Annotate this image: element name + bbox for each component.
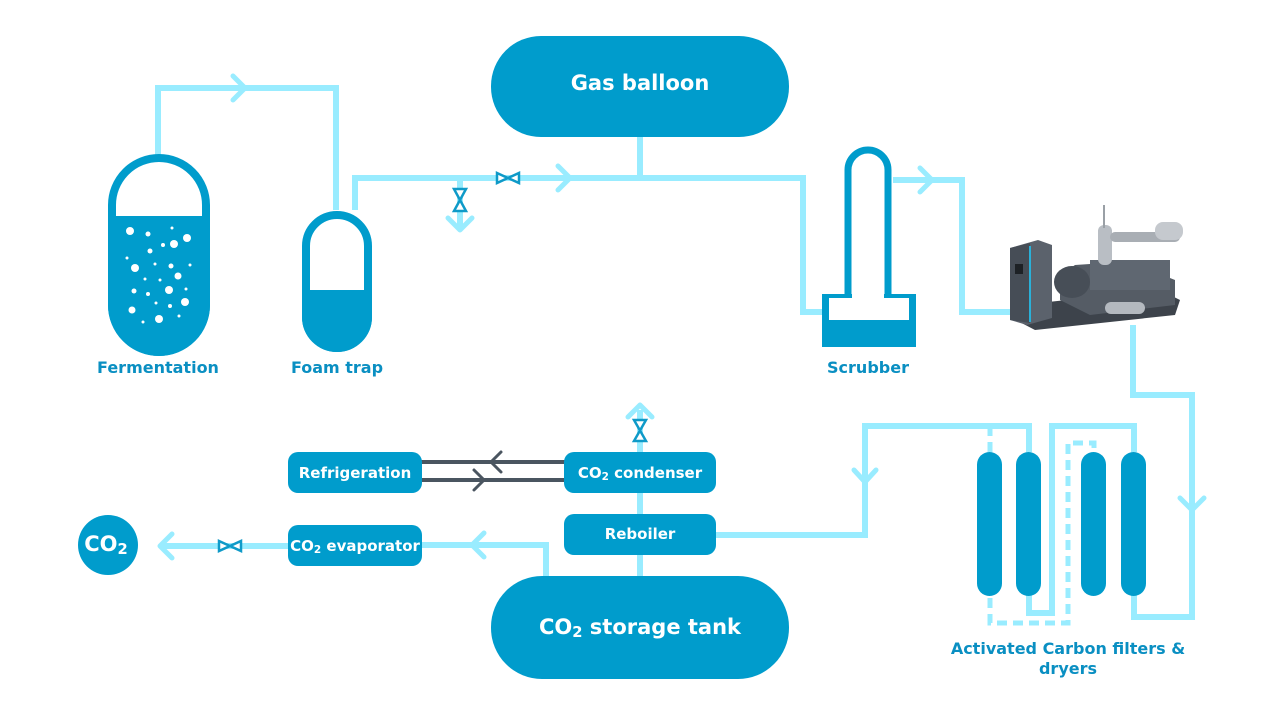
dryer-1 <box>1081 452 1106 596</box>
pipe-compressor-filters <box>1130 325 1195 620</box>
arrow-left-icon <box>469 530 487 560</box>
pipe-foamtrap-header <box>352 175 822 315</box>
scrubber-vessel <box>822 146 916 347</box>
fermentation-vessel <box>108 154 210 356</box>
scrubber-label: Scrubber <box>827 358 909 377</box>
filters-label-line1: Activated Carbon filters & <box>951 639 1185 658</box>
arrow-down-icon <box>445 215 475 233</box>
arrow-down-icon <box>851 467 879 485</box>
valve-icon <box>631 418 649 443</box>
filter-1 <box>977 452 1002 596</box>
filter-2 <box>1016 452 1041 596</box>
foam-trap-vessel <box>302 211 372 352</box>
arrow-right-icon <box>230 73 248 103</box>
pipe-tank-evaporator <box>422 542 549 578</box>
filters-label-line2: dryers <box>1039 659 1097 678</box>
gas-balloon-label: Gas balloon <box>571 71 710 95</box>
pipe-filter-top <box>1026 423 1137 616</box>
refrigeration-box: Refrigeration <box>288 452 422 493</box>
arrows <box>157 73 1207 561</box>
valve-icon <box>495 171 521 185</box>
co2-condenser-box: CO2 condenser <box>564 452 716 493</box>
gas-balloon: Gas balloon <box>491 36 789 137</box>
pipes <box>155 85 1195 626</box>
pipe-filters-reboiler <box>716 423 1032 538</box>
activated-carbon-filters <box>977 452 1146 596</box>
refrigeration-label: Refrigeration <box>299 464 412 482</box>
arrow-left-icon <box>488 450 503 474</box>
valve-icon <box>217 539 243 553</box>
arrow-right-icon <box>472 468 487 492</box>
pipe-filter-dashed-2 <box>987 440 1097 626</box>
co2-evaporator-box: CO2 evaporator <box>288 525 422 566</box>
arrow-up-icon <box>625 402 655 420</box>
arrow-right-icon <box>555 163 573 193</box>
co2-output: CO2 <box>78 515 138 575</box>
co2-storage-tank: CO2 storage tank <box>491 576 789 679</box>
arrow-right-icon <box>917 165 935 195</box>
compressor-image <box>1010 205 1183 330</box>
co2-evaporator-label: CO2 evaporator <box>290 537 420 557</box>
valve-icon <box>451 187 469 213</box>
foam-trap-label: Foam trap <box>291 358 383 377</box>
valves <box>217 171 649 553</box>
co2-condenser-label: CO2 condenser <box>578 464 703 484</box>
co2-output-label: CO2 <box>84 532 128 558</box>
co2-storage-tank-label: CO2 storage tank <box>539 615 742 641</box>
dryer-2 <box>1121 452 1146 596</box>
arrow-left-icon <box>157 531 175 561</box>
reboiler-label: Reboiler <box>605 525 676 543</box>
pipe-scrubber-compressor <box>893 177 1010 315</box>
reboiler-box: Reboiler <box>564 514 716 555</box>
arrow-down-icon <box>1177 495 1207 513</box>
fermentation-label: Fermentation <box>97 358 219 377</box>
bubbles <box>125 226 192 324</box>
